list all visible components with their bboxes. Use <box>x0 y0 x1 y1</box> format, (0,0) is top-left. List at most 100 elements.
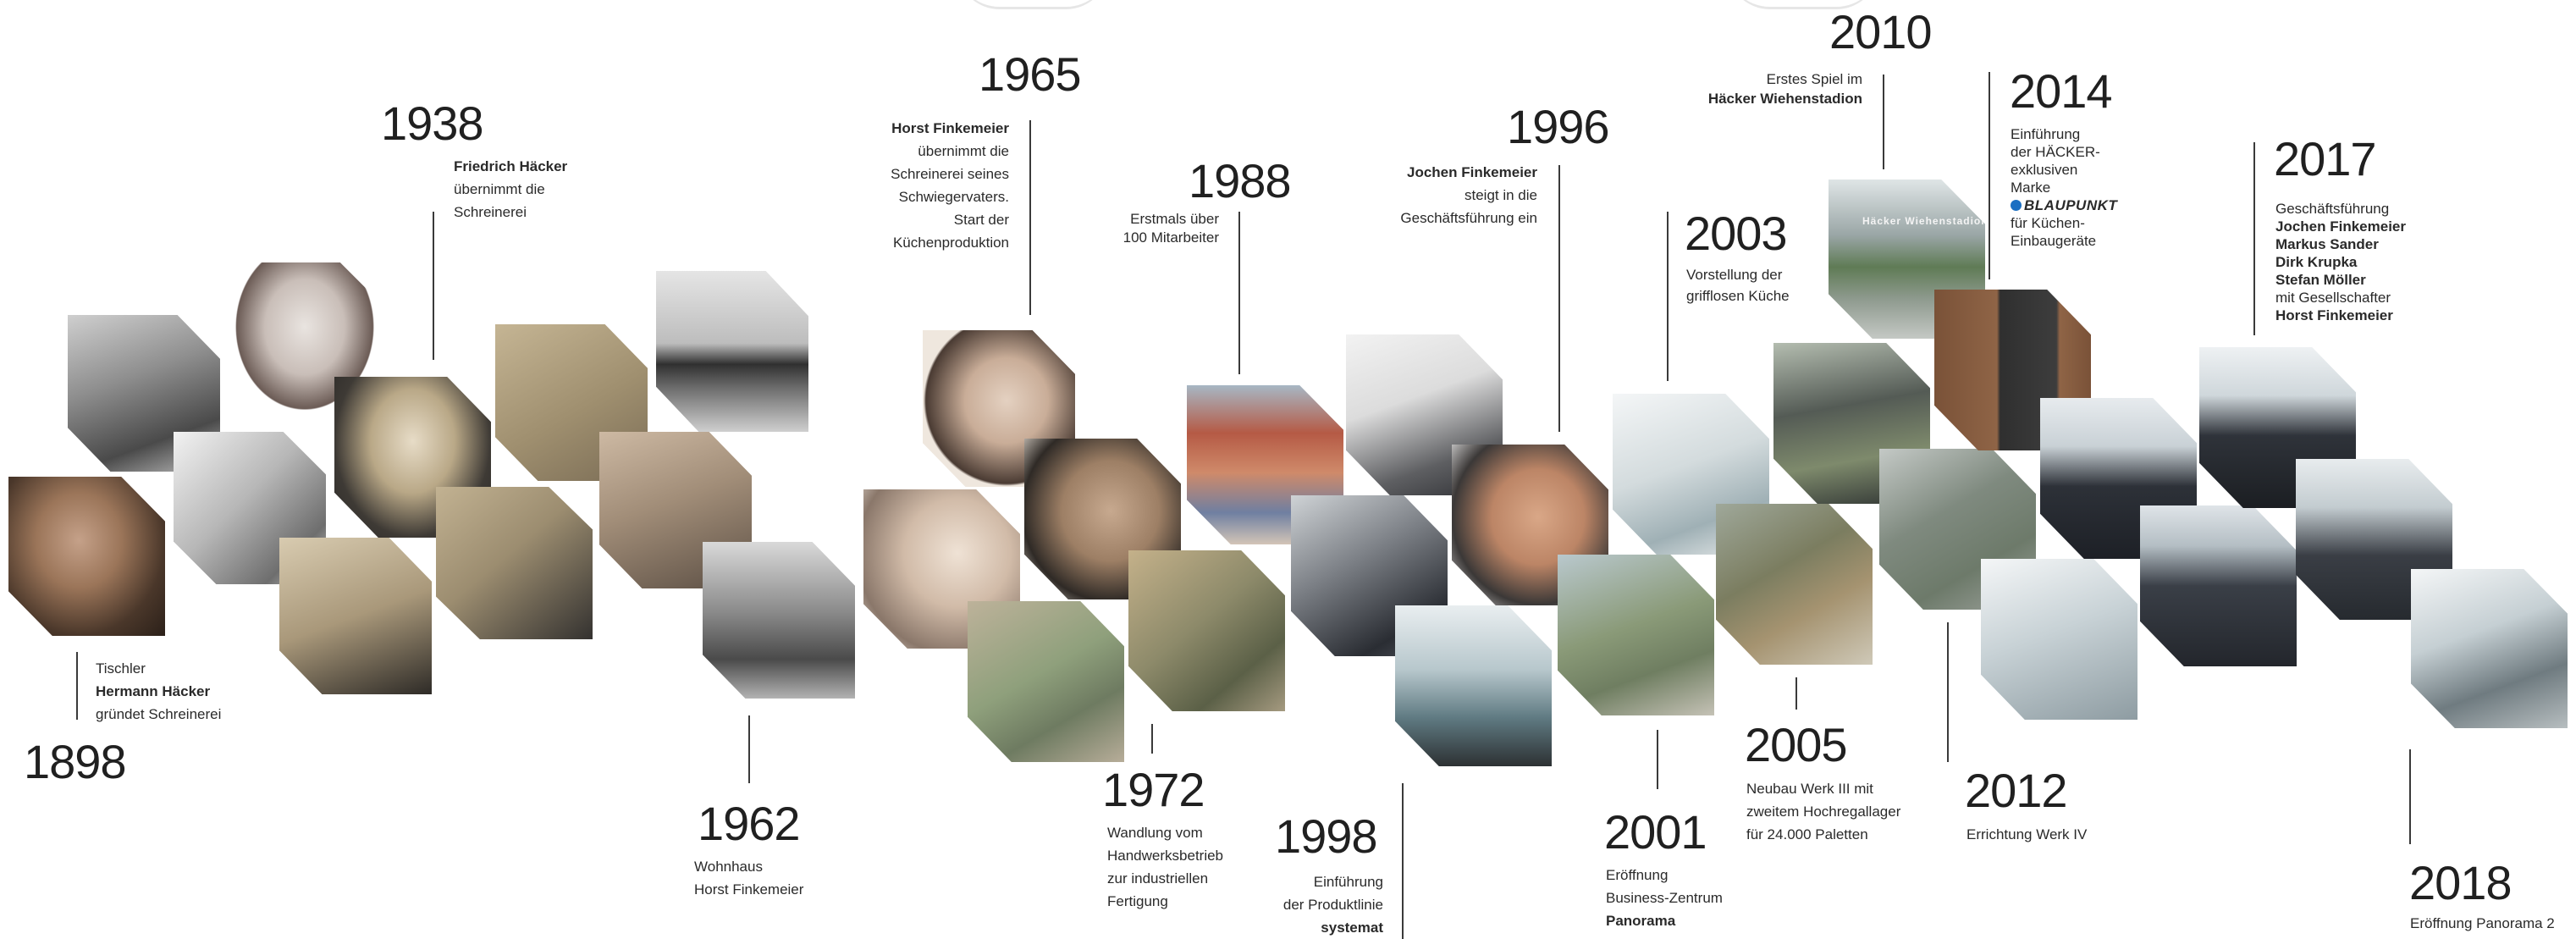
photo-sepia-portrait-2 <box>279 538 432 694</box>
caption-line: Horst Finkemeier <box>694 881 804 898</box>
year-2003: 2003 <box>1685 207 1788 260</box>
caption-line: exklusiven <box>2011 162 2078 178</box>
stadium-sign: Häcker Wiehenstadion <box>1862 215 1989 227</box>
blaupunkt-logo-text: BLAUPUNKT <box>2024 197 2118 213</box>
photo-werk-construction <box>1716 504 1873 665</box>
caption-line-bold: Panorama <box>1606 913 1676 929</box>
caption-line-bold: Jochen Finkemeier <box>1406 164 1537 180</box>
caption-line: Erstes Spiel im <box>1766 71 1862 87</box>
caption-2012: Errichtung Werk IV <box>1966 823 2087 846</box>
photo-factory-aerial-2 <box>1128 550 1285 711</box>
caption-line: der Produktlinie <box>1282 897 1383 913</box>
year-2017: 2017 <box>2274 132 2377 185</box>
year-1972: 1972 <box>1102 763 1205 816</box>
photo-sepia-collar <box>436 487 593 639</box>
caption-line: Wandlung vom <box>1107 825 1203 841</box>
caption-line-bold: Jochen Finkemeier <box>2275 218 2407 235</box>
connector-1962 <box>748 715 750 783</box>
year-1938: 1938 <box>381 97 484 150</box>
blaupunkt-brand: BLAUPUNKT <box>2011 196 2117 214</box>
caption-1962: Wohnhaus Horst Finkemeier <box>694 855 803 901</box>
caption-1898: Tischler Hermann Häcker gründet Schreine… <box>96 657 221 726</box>
year-1988: 1988 <box>1189 154 1292 207</box>
top-arc-left <box>957 0 1109 9</box>
caption-line: der HÄCKER- <box>2011 144 2100 160</box>
caption-line: Küchenproduktion <box>892 235 1009 251</box>
year-2005: 2005 <box>1745 718 1848 771</box>
connector-2014 <box>1989 72 1990 279</box>
caption-line: Start der <box>953 212 1009 228</box>
caption-line-bold: Dirk Krupka <box>2275 254 2358 270</box>
photo-house <box>703 542 855 699</box>
photo-hermann-haecker <box>8 477 165 636</box>
photo-ocean-liner <box>656 271 808 432</box>
blaupunkt-dot-icon <box>2011 200 2022 211</box>
caption-line: Einführung <box>2011 126 2081 142</box>
year-1962: 1962 <box>698 797 801 850</box>
caption-line: Vorstellung der <box>1686 267 1783 283</box>
caption-line: Handwerksbetrieb <box>1107 848 1224 864</box>
year-1996: 1996 <box>1507 100 1610 153</box>
caption-line: Eröffnung Panorama 2 <box>2410 915 2555 931</box>
photo-systemat-kitchen <box>1395 605 1552 766</box>
caption-2017: Geschäftsführung Jochen Finkemeier Marku… <box>2275 200 2406 324</box>
caption-line: Schreinerei seines <box>891 166 1009 182</box>
caption-1988: Erstmals über 100 Mitarbeiter <box>1067 210 1219 247</box>
caption-1998: Einführung der Produktlinie systemat <box>1236 870 1383 939</box>
year-2001: 2001 <box>1604 805 1707 859</box>
caption-1938: Friedrich Häcker übernimmt die Schreiner… <box>454 155 567 224</box>
caption-line-bold: Häcker Wiehenstadion <box>1707 91 1862 107</box>
caption-line: Tischler <box>96 660 146 677</box>
photo-factory-aerial-1 <box>968 601 1124 762</box>
caption-line-bold: Horst Finkemeier <box>2275 307 2393 323</box>
caption-line: zweitem Hochregallager <box>1746 804 1901 820</box>
caption-2018: Eröffnung Panorama 2 <box>2410 914 2555 933</box>
caption-line: Neubau Werk III mit <box>1746 781 1873 797</box>
photo-panorama-2 <box>2411 569 2568 728</box>
caption-line: zur industriellen <box>1107 870 1209 887</box>
caption-line: 100 Mitarbeiter <box>1123 229 1219 246</box>
caption-line-bold: Horst Finkemeier <box>891 120 1009 136</box>
caption-1965: Horst Finkemeier übernimmt die Schreiner… <box>847 117 1009 254</box>
caption-line-bold: systemat <box>1321 920 1383 936</box>
caption-line: übernimmt die <box>454 181 545 197</box>
connector-1972 <box>1151 724 1153 754</box>
caption-line: Einbaugeräte <box>2011 233 2097 249</box>
photo-panorama-building <box>1558 555 1714 715</box>
photo-management-office <box>1981 559 2137 720</box>
year-2014: 2014 <box>2010 64 2113 118</box>
year-1898: 1898 <box>24 735 127 788</box>
connector-1938 <box>433 212 434 360</box>
caption-2003: Vorstellung der grifflosen Küche <box>1686 264 1790 307</box>
connector-1996 <box>1558 165 1560 432</box>
caption-line: Schreinerei <box>454 204 527 220</box>
connector-2012 <box>1947 622 1949 762</box>
caption-line: Business-Zentrum <box>1606 890 1723 906</box>
year-1998: 1998 <box>1275 809 1378 863</box>
connector-1965 <box>1029 120 1031 315</box>
caption-line-bold: Hermann Häcker <box>96 683 211 699</box>
connector-1988 <box>1238 212 1240 374</box>
year-2010: 2010 <box>1829 5 1933 58</box>
connector-2010 <box>1883 75 1884 169</box>
caption-line: Schwiegervaters. <box>898 189 1009 205</box>
caption-2014: Einführung der HÄCKER- exklusiven Marke … <box>2011 125 2117 250</box>
caption-line: Marke <box>2011 180 2051 196</box>
caption-line: gründet Schreinerei <box>96 706 222 722</box>
connector-1998 <box>1402 783 1404 939</box>
caption-line: Fertigung <box>1107 893 1168 909</box>
caption-line-bold: Friedrich Häcker <box>454 158 568 174</box>
caption-line-bold: Markus Sander <box>2275 236 2379 252</box>
connector-1898 <box>76 652 78 720</box>
caption-2010: Erstes Spiel im Häcker Wiehenstadion <box>1651 69 1862 108</box>
caption-line: Eröffnung <box>1606 867 1669 883</box>
caption-line: Wohnhaus <box>694 859 763 875</box>
year-2018: 2018 <box>2409 856 2513 909</box>
caption-line: Erstmals über <box>1130 211 1219 227</box>
caption-line: für 24.000 Paletten <box>1746 826 1868 842</box>
caption-line: übernimmt die <box>918 143 1009 159</box>
connector-2018 <box>2409 749 2411 844</box>
caption-line: mit Gesellschafter <box>2275 290 2391 306</box>
caption-line: Errichtung Werk IV <box>1966 826 2088 842</box>
